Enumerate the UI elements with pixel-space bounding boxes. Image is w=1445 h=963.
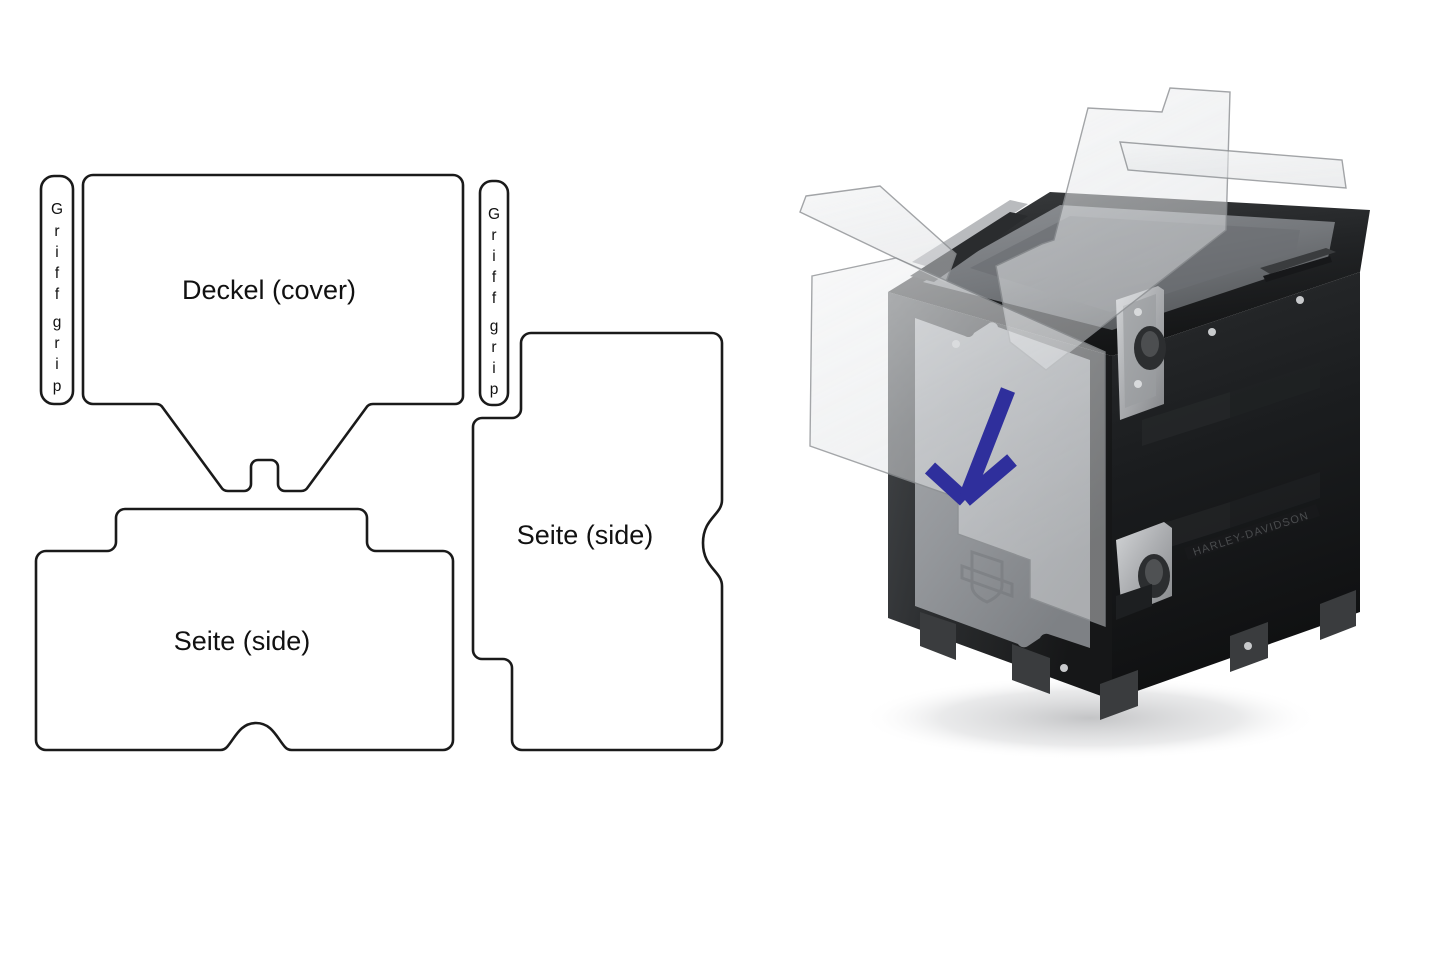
- front-chevron-1: [1142, 392, 1230, 446]
- rivet-3: [1296, 296, 1304, 304]
- grip-right-letter-7: r: [491, 339, 496, 356]
- film-side: [809, 257, 1106, 628]
- grip-left-letter-6: g: [53, 314, 62, 331]
- template-shape-grip-right: G r i f f g r i p: [478, 179, 510, 407]
- grip-left-label: G r i f f g r i p: [51, 201, 63, 395]
- grip-right-label: G r i f f g r i p: [488, 206, 500, 398]
- rivet-2: [1208, 328, 1216, 336]
- grip-right-letter-6: g: [490, 318, 499, 335]
- grip-left-outline: [39, 174, 75, 406]
- front-chevron-2: [1230, 362, 1320, 418]
- top-case-illustration: HARLEY-DAVIDSON: [799, 87, 1370, 760]
- handle-grip: [1260, 248, 1336, 274]
- handle-rear: [1260, 248, 1336, 282]
- grip-left-letter-8: i: [55, 356, 58, 373]
- deckel-cover-outline: [81, 173, 465, 493]
- logo-bar: [960, 563, 1014, 599]
- foot-1: [920, 612, 956, 660]
- grip-right-letter-9: p: [490, 381, 499, 398]
- seite-right-outline: [471, 331, 724, 752]
- latch-bottom-lock-core: [1145, 559, 1163, 585]
- installation-direction-arrow: [924, 387, 1017, 506]
- arrow-head-left: [924, 462, 971, 506]
- grip-right-letter-8: i: [492, 360, 495, 377]
- template-outlines-panel: G r i f f g r i p Deckel (cover): [34, 173, 724, 752]
- latch-bottom: [1116, 522, 1172, 620]
- front-chevron-4: [1230, 472, 1320, 528]
- grip-right-letter-4: f: [492, 290, 497, 307]
- grip-left-letter-9: p: [53, 378, 62, 395]
- grip-left-letter-1: r: [54, 223, 59, 240]
- seite-right-label: Seite (side): [517, 520, 654, 550]
- grip-left-letter-4: f: [55, 286, 60, 303]
- arrow-shaft: [958, 387, 1015, 503]
- grip-right-letter-0: G: [488, 206, 500, 223]
- foot-5: [1320, 590, 1356, 640]
- product-photo-panel: HARLEY-DAVIDSON: [760, 0, 1445, 963]
- foot-3: [1100, 670, 1138, 720]
- template-svg: G r i f f g r i p Deckel (cover): [34, 173, 724, 752]
- latch-front-lock-core: [1141, 331, 1159, 357]
- grip-right-outline: [478, 179, 510, 407]
- latch-front-rivet-1: [1134, 308, 1142, 316]
- logo-shield: [970, 549, 1004, 604]
- template-shape-seite-right: Seite (side): [471, 331, 724, 752]
- template-shape-grip-left: G r i f f g r i p: [39, 174, 75, 406]
- bar-and-shield-logo: [960, 549, 1014, 604]
- protection-films: [799, 87, 1347, 628]
- grip-right-letter-2: i: [492, 248, 495, 265]
- rivet-5: [1244, 642, 1252, 650]
- film-lid-strip-right: [1119, 141, 1347, 189]
- handle-cavity: [1263, 256, 1332, 282]
- grip-left-letter-7: r: [54, 335, 59, 352]
- deckel-cover-label: Deckel (cover): [182, 275, 356, 305]
- grip-left-letter-3: f: [55, 265, 60, 282]
- grip-left-letter-2: i: [55, 244, 58, 261]
- grip-right-letter-1: r: [491, 227, 496, 244]
- grip-left-letter-0: G: [51, 201, 63, 218]
- ground-shadow: [860, 676, 1320, 760]
- arrow-head-right: [960, 454, 1017, 506]
- foot-2: [1012, 644, 1050, 694]
- badge-plate: [1184, 504, 1320, 560]
- template-shape-seite-left: Seite (side): [34, 507, 455, 752]
- seite-left-label: Seite (side): [174, 626, 311, 656]
- grip-right-letter-3: f: [492, 269, 497, 286]
- seite-left-outline: [34, 507, 455, 752]
- rivet-4: [1060, 664, 1068, 672]
- latch-front-rivet-2: [1134, 380, 1142, 388]
- template-shape-deckel-cover: Deckel (cover): [81, 173, 465, 493]
- latch-bottom-release: [1116, 584, 1152, 620]
- arrow-strokes: [924, 387, 1017, 506]
- latch-front: [1116, 286, 1166, 420]
- film-lid-strip-left: [799, 185, 957, 283]
